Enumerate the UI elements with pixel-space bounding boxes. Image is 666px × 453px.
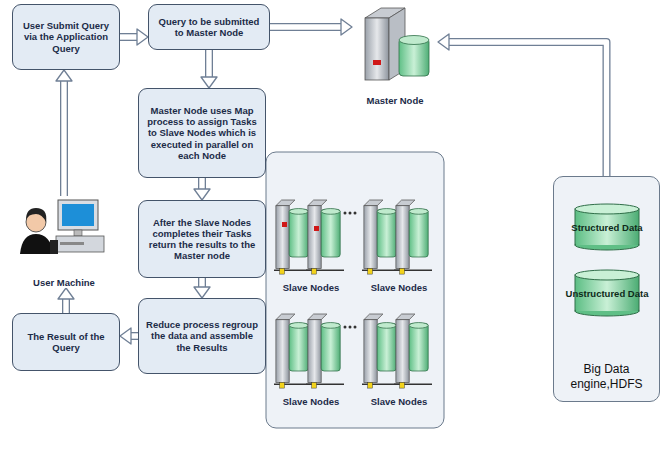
node-text: Master Node uses Map process to assign T… <box>145 105 259 161</box>
arrow-outline <box>60 80 68 196</box>
process-box: Query to be submitted to Master Node <box>148 4 270 50</box>
node-text: User Machine <box>31 277 97 288</box>
arrow-body <box>270 24 342 29</box>
arrow-head <box>438 34 449 50</box>
group-label: Slave Nodes <box>364 396 434 407</box>
process-box: Reduce process regroup the data and asse… <box>138 298 266 374</box>
arrow-head <box>120 328 131 344</box>
storage-panel: Big Data engine,HDFS Structured DataUnstr… <box>553 176 660 402</box>
node-text: The Result of the Query <box>19 331 113 353</box>
arrow-head <box>201 77 217 88</box>
flow-arrow <box>120 328 138 344</box>
database-cylinder: Unstructured Data <box>567 269 647 317</box>
node-text: Big Data engine,HDFS <box>558 362 655 391</box>
node-text: Structured Data <box>571 222 642 233</box>
arrow-body <box>61 80 66 196</box>
user-icon <box>14 196 114 270</box>
process-box: User Submit Query via the Application Qu… <box>12 4 120 70</box>
node-text: Reduce process regroup the data and asse… <box>145 319 259 353</box>
arrow-outline <box>270 23 342 31</box>
arrow-outline <box>62 298 70 313</box>
arrow-body <box>206 50 211 78</box>
arrow-head <box>341 19 352 35</box>
arrow-head <box>56 70 72 81</box>
arrow-body <box>63 298 68 313</box>
flow-arrow <box>58 288 74 313</box>
flow-arrow <box>194 278 210 298</box>
group-label: Slave Nodes <box>276 282 346 293</box>
flow-arrow <box>438 34 607 176</box>
arrow-head <box>194 189 210 200</box>
arrow-outline <box>198 178 206 190</box>
arrow-outline <box>205 50 213 78</box>
arrow-outline <box>120 33 138 41</box>
arrow-head <box>58 288 74 299</box>
node-text: Master Node <box>364 95 425 106</box>
flow-arrow <box>56 70 72 196</box>
group-label: Slave Nodes <box>364 282 434 293</box>
user-machine: User Machine <box>8 196 120 288</box>
flow-arrow <box>120 29 148 45</box>
flow-arrow <box>201 50 217 88</box>
flow-arrow <box>194 178 210 200</box>
node-text: After the Slave Nodes completes their Ta… <box>145 217 259 262</box>
arrow-outline <box>448 42 607 176</box>
process-box: Master Node uses Map process to assign T… <box>138 88 266 178</box>
process-box: The Result of the Query <box>12 313 120 371</box>
master-server: Master Node <box>352 4 438 106</box>
node-text: Query to be submitted to Master Node <box>155 16 263 38</box>
node-text: Unstructured Data <box>566 288 649 299</box>
group-label: Slave Nodes <box>276 396 346 407</box>
arrow-body <box>120 34 138 39</box>
node-text: User Submit Query via the Application Qu… <box>19 20 113 54</box>
server-icon <box>355 4 435 84</box>
database-cylinder: Structured Data <box>567 203 647 251</box>
arrow-body <box>448 42 607 176</box>
process-box: After the Slave Nodes completes their Ta… <box>138 200 266 278</box>
arrow-head <box>194 287 210 298</box>
flow-arrow <box>270 19 352 35</box>
arrow-body <box>199 178 204 190</box>
arrow-head <box>137 29 148 45</box>
